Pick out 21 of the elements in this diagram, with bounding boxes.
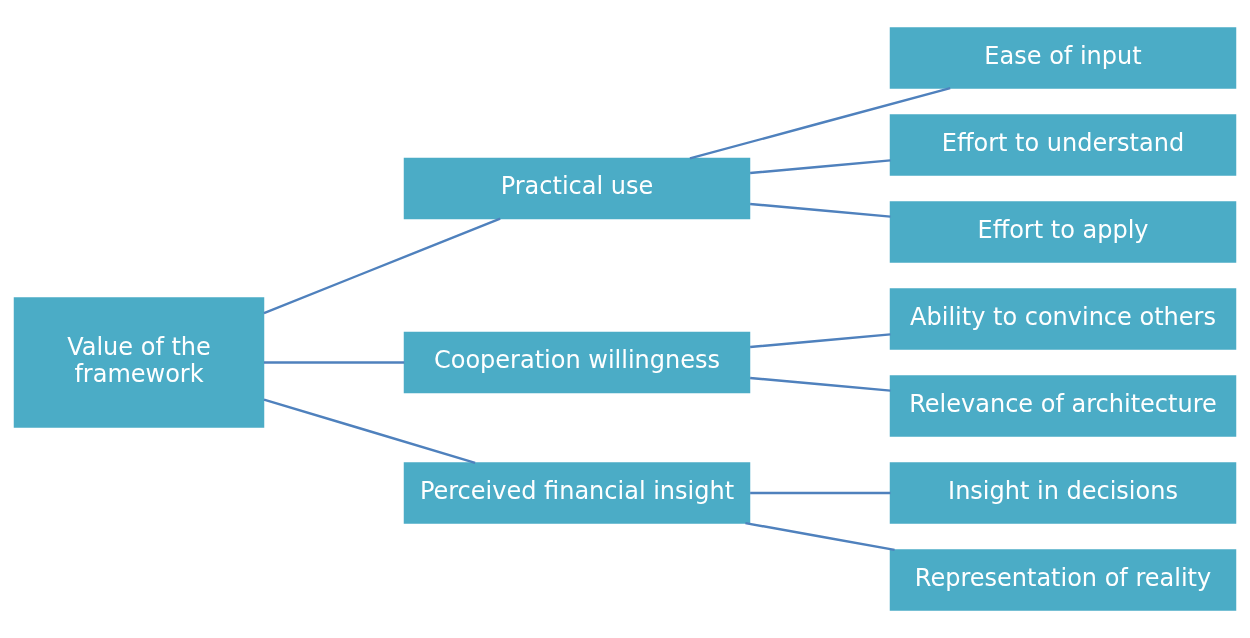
node-box: Effort to apply (889, 201, 1237, 263)
node-box: Insight in decisions (889, 462, 1237, 524)
node-box: Practical use (403, 157, 751, 220)
connector (750, 333, 891, 349)
connector (750, 202, 891, 218)
connector (263, 217, 501, 315)
node-box: Representation of reality (889, 549, 1237, 611)
connector (689, 86, 951, 160)
connector (750, 491, 891, 495)
connector (263, 398, 476, 465)
node-box: Effort to understand (889, 114, 1237, 176)
connector (750, 376, 891, 392)
connector (750, 159, 891, 175)
node-box: Perceived financial insight (403, 462, 751, 524)
node-box: Ability to convince others (889, 288, 1237, 350)
connector (745, 521, 895, 552)
node-box: Relevance of architecture (889, 375, 1237, 437)
connector (264, 361, 405, 364)
node-box: Ease of input (889, 27, 1237, 89)
node-box: Value of the framework (13, 297, 265, 428)
node-box: Cooperation willingness (403, 331, 751, 394)
